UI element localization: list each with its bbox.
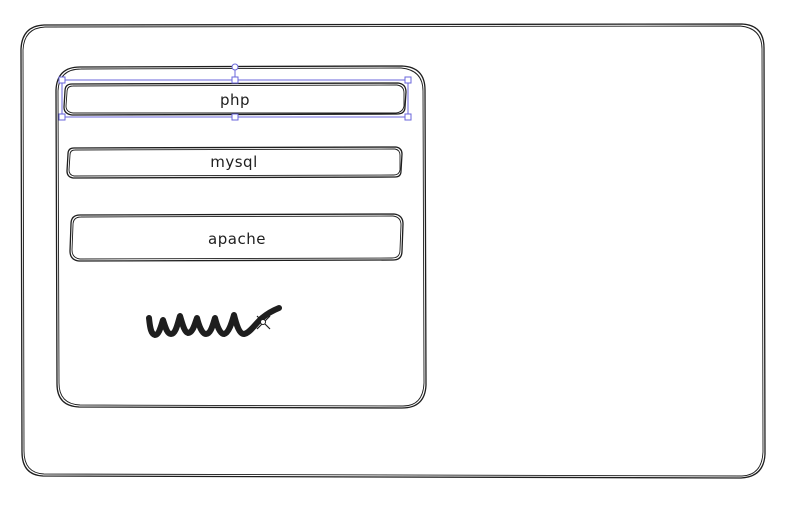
resize-handle-ne[interactable]	[404, 76, 412, 84]
php-box[interactable]: php	[63, 82, 407, 116]
rotate-handle[interactable]	[231, 63, 239, 71]
resize-handle-sw[interactable]	[58, 113, 66, 121]
mysql-box[interactable]: mysql	[66, 146, 403, 179]
apache-label: apache	[208, 230, 266, 248]
resize-handle-se[interactable]	[404, 113, 412, 121]
resize-handle-s[interactable]	[231, 113, 239, 121]
mysql-label: mysql	[210, 153, 258, 171]
php-label: php	[220, 91, 250, 109]
apache-box[interactable]: apache	[69, 213, 404, 262]
outer-frame[interactable]	[20, 23, 766, 479]
selection-frame[interactable]	[58, 63, 412, 121]
www-scribble[interactable]	[146, 305, 282, 338]
resize-handle-nw[interactable]	[58, 76, 66, 84]
resize-handle-n[interactable]	[231, 76, 239, 84]
